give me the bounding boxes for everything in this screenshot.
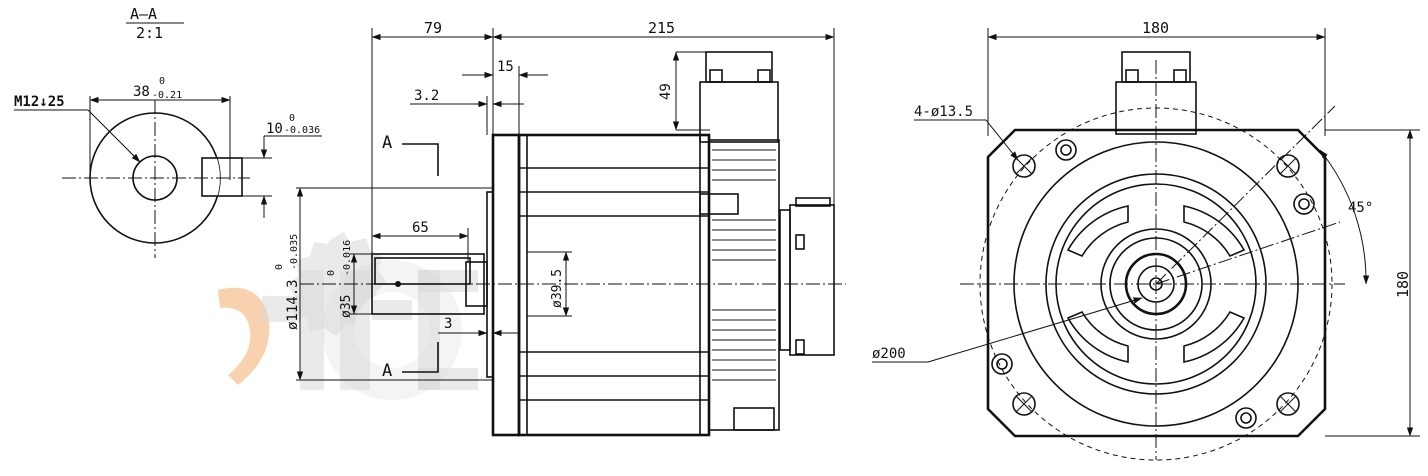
pcd-note: ø200 (872, 346, 906, 362)
front-view: 180 180 (872, 19, 1420, 461)
pilot-tol-lower: -0.035 (289, 234, 300, 270)
width-tol-lower: -0.21 (152, 90, 182, 101)
dim-215: 215 (648, 19, 675, 37)
pilot-tol-upper: 0 (274, 264, 285, 270)
dim-height: 180 (1394, 271, 1412, 298)
shaft-tol-lower: -0.016 (342, 240, 353, 276)
key-dim: 10 (266, 121, 283, 137)
width-tol-upper: 0 (159, 76, 165, 87)
shaft-tol-upper: 0 (326, 270, 337, 276)
key-tol-lower: -0.036 (284, 125, 320, 136)
section-mark-bottom: A (382, 361, 392, 381)
dim-79: 79 (424, 19, 442, 37)
key-tol-upper: 0 (289, 113, 295, 124)
section-view: A–A 2:1 M12↓25 38 0 -0.21 10 0 -0.036 (14, 5, 322, 258)
section-mark-top: A (382, 133, 392, 153)
holes-note: 4-ø13.5 (914, 104, 973, 120)
dim-65: 65 (412, 220, 429, 236)
thread-note: M12↓25 (14, 94, 65, 110)
cooling-fins (712, 149, 776, 381)
dim-shaft: ø35 (339, 295, 354, 318)
angle-note: 45° (1348, 200, 1373, 216)
dim-pilot: ø114.3 (285, 279, 301, 330)
side-view: 79 215 15 3.2 49 A A (274, 19, 846, 437)
section-scale: 2:1 (136, 24, 163, 42)
dim-39-5: ø39.5 (550, 269, 565, 308)
dim-49: 49 (658, 83, 674, 100)
width-dim: 38 (133, 84, 150, 100)
dim-width: 180 (1142, 19, 1169, 37)
dim-15: 15 (497, 59, 514, 75)
dim-3: 3 (444, 316, 452, 332)
dim-3-2: 3.2 (414, 88, 439, 104)
section-title: A–A (130, 5, 157, 23)
